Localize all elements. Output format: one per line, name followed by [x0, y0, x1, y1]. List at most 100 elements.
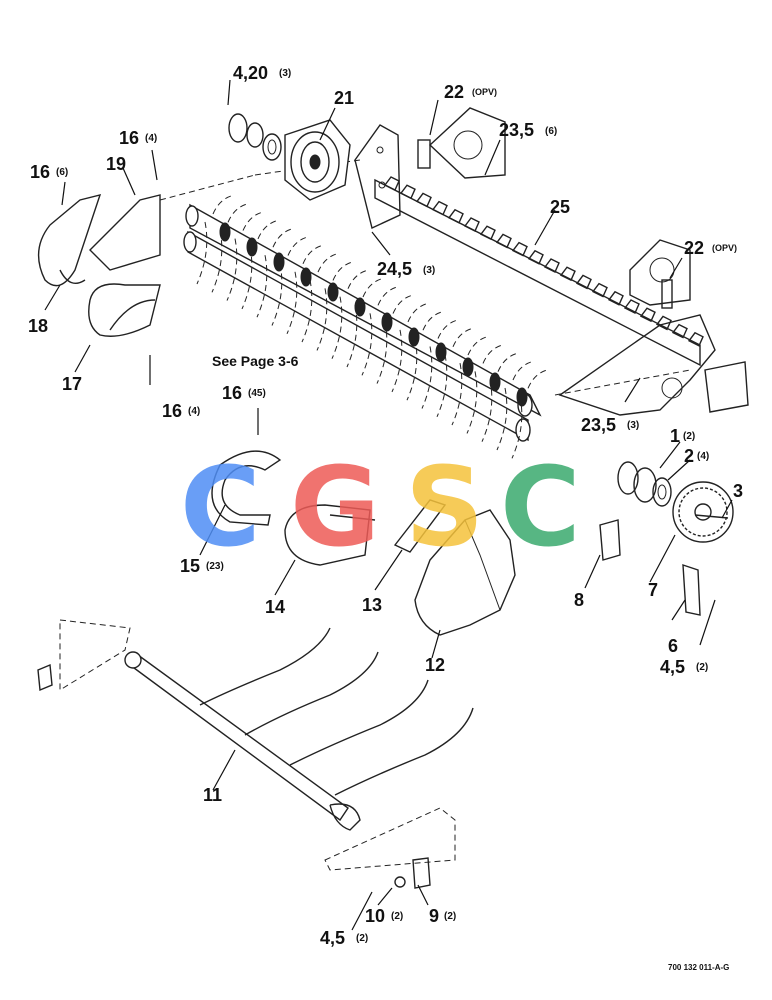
- rotor-flange: [327, 282, 339, 302]
- callout-4-5-right: 4,5: [660, 657, 685, 677]
- stripper-tooth: [591, 282, 608, 298]
- tine-upper: [437, 320, 457, 339]
- tine-upper: [392, 295, 412, 314]
- callout-16-top: 16: [119, 128, 139, 148]
- tine: [451, 363, 463, 426]
- tine-upper: [212, 195, 232, 215]
- stripper-bar-part-25: [374, 176, 704, 367]
- tine-upper: [227, 203, 247, 223]
- tine: [316, 288, 328, 351]
- callout-15: 15: [180, 556, 200, 576]
- callout-11: 11: [203, 785, 222, 805]
- stripper-tooth: [415, 192, 432, 208]
- tine: [496, 387, 508, 451]
- callout-10: 10: [365, 906, 385, 926]
- stripper-tooth: [687, 331, 704, 347]
- tine: [421, 346, 433, 409]
- callout-14: 14: [265, 597, 285, 617]
- tine: [301, 280, 313, 343]
- callout-4-5-bottom-qty: (2): [356, 933, 368, 944]
- tine-upper: [497, 353, 517, 372]
- bearing-plate-22-upper: [417, 107, 506, 179]
- tine-upper: [332, 261, 352, 281]
- tine-upper: [347, 270, 367, 289]
- callout-9-qty: (2): [444, 911, 456, 922]
- tine: [196, 221, 208, 285]
- callout-labels: 4,20 (3) 21 22 (OPV) 23,5 (6) 16 (4) 16 …: [28, 63, 743, 972]
- callout-2-qty: (4): [697, 451, 709, 462]
- callout-16-left: 16: [30, 162, 50, 182]
- bearing-flange-part-21: [284, 119, 351, 201]
- tine: [361, 313, 373, 376]
- tine-upper: [482, 344, 502, 364]
- stripper-bar-teeth: [383, 176, 704, 347]
- callout-3: 3: [733, 481, 743, 501]
- bearing-parts-1-2: [617, 461, 672, 507]
- shield-part-14: [284, 504, 376, 566]
- callout-16-45: 16: [222, 383, 242, 403]
- tine-upper: [467, 336, 487, 356]
- tine: [256, 255, 268, 318]
- bracket-part-6: [682, 564, 701, 616]
- tine: [331, 296, 343, 359]
- tine-upper: [272, 228, 292, 248]
- figure-code: 700 132 011-A-G: [668, 963, 729, 972]
- shield-part-19: [89, 194, 161, 271]
- tine-upper: [362, 278, 382, 298]
- rotor-flanges: [219, 222, 528, 407]
- bearing-plate-22-lower: [629, 239, 691, 309]
- rotor-flange: [516, 387, 528, 407]
- rotor-shaft-assembly: [183, 195, 547, 459]
- housing-part-12: [414, 509, 516, 636]
- rotor-tines: [196, 195, 547, 459]
- callout-16-left-qty: (6): [56, 167, 68, 178]
- tine-upper: [452, 328, 472, 347]
- shield-part-18: [37, 194, 102, 287]
- callout-16-top-qty: (4): [145, 133, 157, 144]
- rotor-flange: [408, 327, 420, 347]
- callout-17: 17: [62, 374, 82, 394]
- bearing-set-4-20: [228, 113, 282, 161]
- callout-19: 19: [106, 154, 126, 174]
- callout-23-5-lower: 23,5: [581, 415, 616, 435]
- stripper-tooth: [479, 225, 496, 241]
- callout-7: 7: [648, 580, 658, 600]
- stripper-tooth: [495, 233, 512, 249]
- stripper-tooth: [399, 184, 416, 200]
- tine: [466, 371, 478, 434]
- stripper-tooth: [559, 266, 576, 282]
- callout-4-20: 4,20: [233, 63, 268, 83]
- callout-12: 12: [425, 655, 445, 675]
- leader-lines: [44, 79, 733, 931]
- callout-18: 18: [28, 316, 48, 336]
- stripper-tooth: [447, 208, 464, 224]
- callout-13: 13: [362, 595, 382, 615]
- tine-upper: [302, 245, 322, 264]
- stripper-tooth: [527, 249, 544, 265]
- callout-21: 21: [334, 88, 354, 108]
- rotor-flange: [246, 237, 258, 257]
- rake-assembly-part-11: [37, 619, 474, 889]
- stripper-tooth: [383, 176, 400, 191]
- tine-upper: [242, 212, 262, 231]
- watermark-letter-g: G: [290, 443, 380, 571]
- watermark-letter-c2: C: [500, 443, 581, 571]
- callout-4-5-bottom: 4,5: [320, 928, 345, 948]
- stripper-part-15: [211, 450, 282, 526]
- rotor-flange: [300, 267, 312, 287]
- rake-teeth: [199, 627, 474, 796]
- callout-23-5-upper: 23,5: [499, 120, 534, 140]
- callout-4-5-right-qty: (2): [696, 662, 708, 673]
- watermark-letter-s: S: [405, 443, 484, 571]
- stripper-tooth: [623, 299, 640, 314]
- rotor-flange: [381, 312, 393, 332]
- stripper-tooth: [607, 290, 624, 306]
- callout-1: 1: [670, 426, 680, 446]
- stripper-tooth: [671, 323, 688, 339]
- tine: [406, 338, 418, 401]
- stripper-tooth: [639, 307, 656, 323]
- shield-part-17: [88, 283, 161, 337]
- callout-16-lower: 16: [162, 401, 182, 421]
- see-page-note: See Page 3-6: [212, 353, 299, 369]
